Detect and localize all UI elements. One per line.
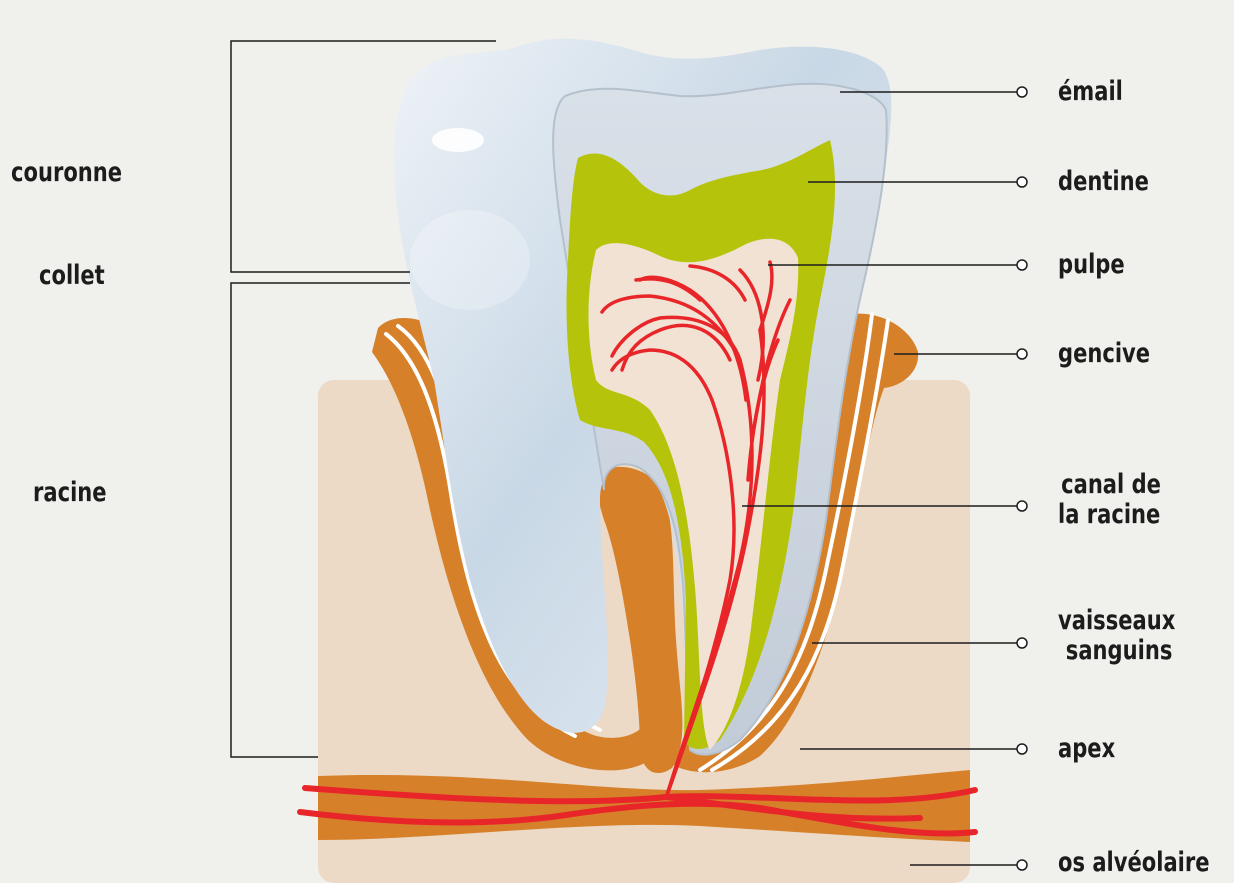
label-os-alveolaire: os alvéolaire [1058,848,1210,878]
pointer-endpoints [1017,87,1027,870]
label-dentine: dentine [1058,167,1149,197]
label-racine: racine [33,478,107,508]
label-apex: apex [1058,734,1115,764]
label-canal-line1: canal de [1058,470,1161,500]
label-canal-line2: la racine [1058,500,1161,530]
label-pulpe: pulpe [1058,250,1125,280]
label-vaisseaux-line1: vaisseaux [1058,606,1175,636]
label-gencive: gencive [1058,339,1150,369]
label-email: émail [1058,77,1123,107]
label-vaisseaux-line2: sanguins [1058,636,1175,666]
label-collet: collet [39,261,105,291]
label-canal-de-la-racine: canal de la racine [1058,470,1161,530]
enamel-highlight [432,128,484,152]
label-vaisseaux-sanguins: vaisseaux sanguins [1058,606,1175,666]
label-couronne: couronne [11,158,122,188]
